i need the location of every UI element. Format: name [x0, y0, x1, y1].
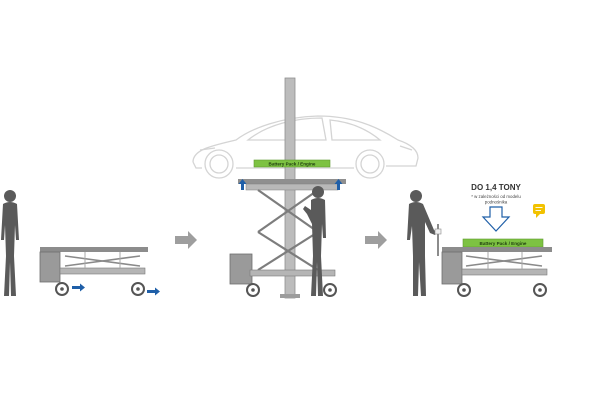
capacity-note-line2: podnośnika: [485, 200, 508, 205]
capacity-note-line1: * w zależności od modelu: [471, 194, 521, 199]
stage-3-loaded-cart: DO 1,4 TONY * w zależności od modelu pod…: [407, 183, 552, 297]
car-outline: [192, 115, 419, 179]
blue-arrow-icon: [238, 179, 343, 190]
person-icon: [407, 190, 437, 296]
battery-pack-label: Battery Pack / Engine: [480, 241, 527, 246]
battery-pack-bar: [253, 159, 331, 168]
capacity-label: DO 1,4 TONY: [471, 183, 521, 192]
chat-bubble-icon[interactable]: [533, 204, 545, 218]
stage-2-raised-lift: Battery Pack / Engine: [192, 77, 419, 299]
lift-cart-lowered: [39, 247, 148, 296]
blue-arrow-icon: [72, 283, 160, 296]
arrow-right-icon: [365, 231, 387, 249]
person-icon: [303, 186, 326, 296]
person-icon: [1, 190, 19, 296]
battery-pack-label: Battery Pack / Engine: [269, 161, 316, 166]
scissor-mechanism: [257, 189, 319, 271]
stage-1-empty-cart: [1, 190, 160, 296]
arrow-down-icon: [481, 206, 511, 232]
arrow-right-icon: [175, 231, 197, 249]
